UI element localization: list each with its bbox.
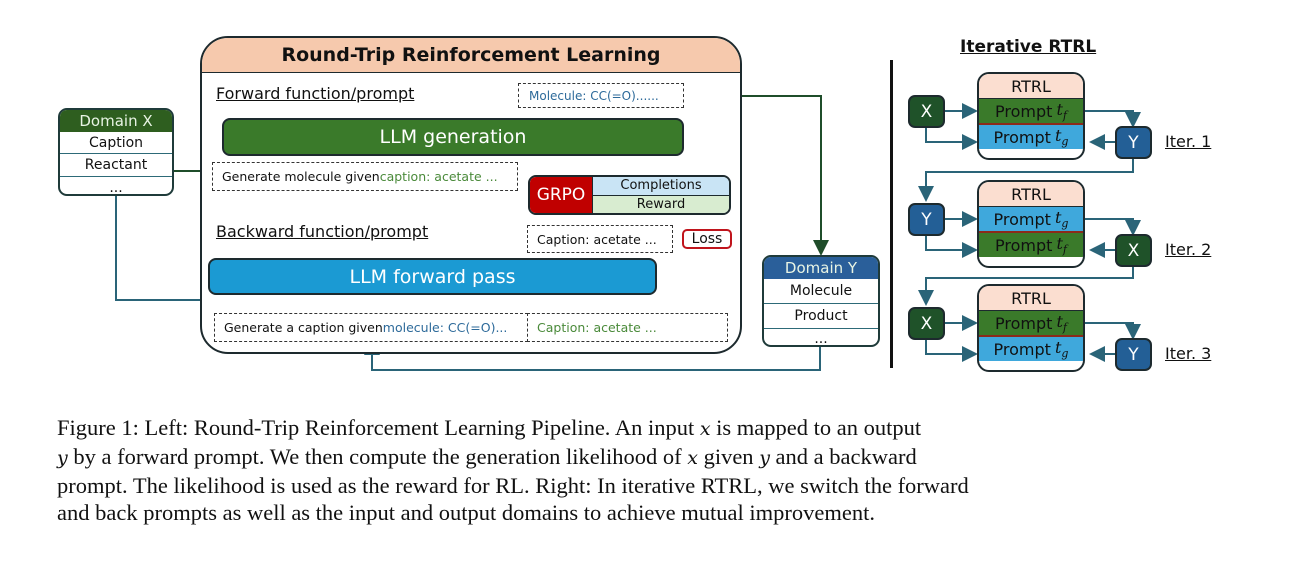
iter1-output-node: Y (1115, 126, 1152, 159)
iter3-output-node: Y (1115, 338, 1152, 371)
iter2-label: Iter. 2 (1165, 240, 1212, 259)
caption-line-4: and back prompts as well as the input an… (57, 500, 875, 525)
llm-forward-pass-bar: LLM forward pass (208, 258, 657, 295)
forward-prompt-value: caption: acetate ... (379, 169, 498, 184)
domain-x-box: Domain X Caption Reactant ... (58, 108, 174, 196)
iterative-rtrl-title: Iterative RTRL (960, 37, 1097, 57)
loss-box: Loss (682, 229, 732, 249)
forward-prompt-box: Generate molecule given caption: acetate… (212, 162, 518, 191)
llm-generation-bar: LLM generation (222, 118, 684, 156)
iter1-label: Iter. 1 (1165, 132, 1212, 151)
domain-y-title: Domain Y (764, 257, 878, 279)
backward-prompt-value: molecule: CC(=O)... (382, 320, 508, 335)
iter3-input-node: X (908, 307, 945, 340)
domain-y-item: Molecule (789, 283, 853, 299)
domain-y-box: Domain Y Molecule Product ... (762, 255, 880, 347)
caption-line-1: Figure 1: Left: Round-Trip Reinforcement… (57, 415, 922, 440)
backward-function-label: Backward function/prompt (216, 222, 429, 241)
domain-x-item: Reactant (60, 153, 172, 176)
grpo-block: GRPO Completions Reward (528, 175, 731, 215)
backward-target-box: Caption: acetate ... (527, 313, 728, 342)
domain-y-item: Product (764, 303, 878, 328)
reward-label: Reward (593, 195, 729, 213)
backward-prompt-box: Generate a caption given molecule: CC(=O… (214, 313, 528, 342)
grpo-label: GRPO (530, 177, 593, 213)
caption-line-3: prompt. The likelihood is used as the re… (57, 473, 969, 498)
iter2-output-node: X (1115, 234, 1152, 267)
iter2-input-node: Y (908, 203, 945, 236)
completions-label: Completions (593, 177, 729, 196)
caption-box: Caption: acetate ... (527, 225, 673, 253)
figure-caption: Figure 1: Left: Round-Trip Reinforcement… (57, 414, 1247, 526)
forward-function-label: Forward function/prompt (216, 84, 415, 103)
caption-line-2: y by a forward prompt. We then compute t… (57, 444, 917, 469)
domain-x-title: Domain X (60, 110, 172, 132)
domain-x-item: ... (60, 176, 172, 194)
molecule-output-box: Molecule: CC(=O)...... (518, 83, 684, 108)
domain-x-item: Caption (88, 134, 144, 151)
domain-y-item: ... (764, 328, 878, 345)
vertical-divider (890, 60, 893, 368)
rtrl-panel-title: Round-Trip Reinforcement Learning (202, 38, 740, 73)
iter1-input-node: X (908, 95, 945, 128)
iter3-label: Iter. 3 (1165, 344, 1212, 363)
